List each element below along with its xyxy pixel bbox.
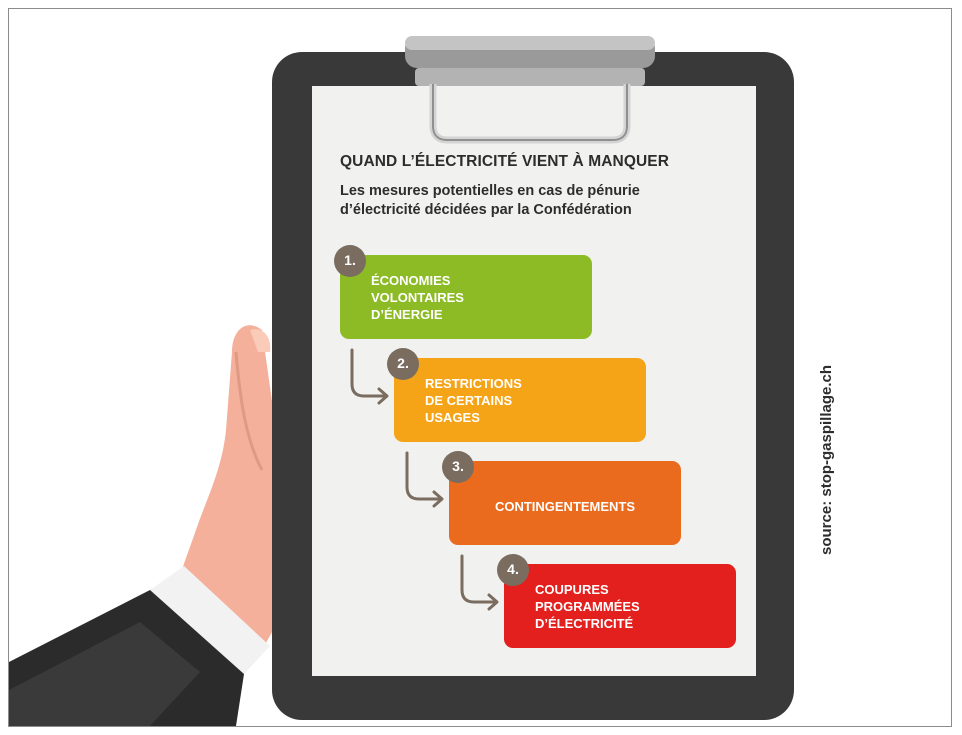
step-3-badge: 3. <box>442 451 474 483</box>
step-3-box: CONTINGENTEMENTS <box>449 461 681 545</box>
step-2-box: RESTRICTIONS DE CERTAINS USAGES <box>394 358 646 442</box>
step-4-box: COUPURES PROGRAMMÉES D’ÉLECTRICITÉ <box>504 564 736 648</box>
step-1-box: ÉCONOMIES VOLONTAIRES D’ÉNERGIE <box>340 255 592 339</box>
thumb-crease <box>234 351 264 471</box>
source-credit: source: stop-gaspillage.ch <box>818 364 835 555</box>
page-title: QUAND L’ÉLECTRICITÉ VIENT À MANQUER <box>340 153 670 170</box>
hand-palm <box>176 325 290 650</box>
page-subtitle: Les mesures potentielles en cas de pénur… <box>340 183 640 218</box>
clipboard-clip <box>405 36 655 144</box>
step-1-badge: 1. <box>334 245 366 277</box>
step-4-badge: 4. <box>497 554 529 586</box>
shirt-cuff <box>150 566 270 674</box>
step-2-badge: 2. <box>387 348 419 380</box>
thumb-nail <box>250 329 271 352</box>
